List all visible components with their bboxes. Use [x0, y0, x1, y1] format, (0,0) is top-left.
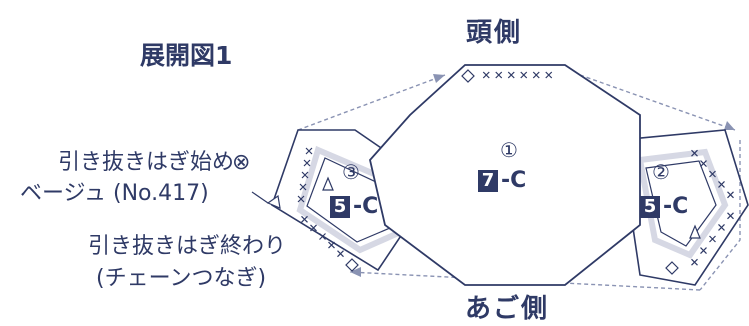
- stitch-mark: [301, 215, 308, 223]
- center-piece-outline: [369, 64, 641, 286]
- stitch-mark: [532, 71, 540, 79]
- start-leader: [251, 191, 269, 204]
- arrow-path-top-left: [297, 74, 446, 131]
- piece-1-box: 7: [478, 169, 498, 192]
- stitch-mark: [709, 170, 716, 178]
- start-leader-line: [251, 191, 269, 204]
- stitch-mark: [507, 71, 515, 79]
- arrowhead-top-left: [433, 74, 445, 83]
- piece-2-number: ②: [652, 160, 670, 184]
- top-corner-diamond: [461, 69, 475, 83]
- stitch-mark: [718, 223, 725, 231]
- stitch-mark: [700, 247, 707, 255]
- piece-2-box: 5: [640, 195, 660, 218]
- left-stitch-row: [297, 147, 344, 258]
- piece-3-box: 5: [330, 195, 350, 218]
- stitch-mark: [319, 233, 326, 240]
- piece-3-code: 5 -C: [330, 194, 378, 219]
- stitch-mark: [297, 195, 305, 203]
- stitch-mark: [545, 71, 553, 79]
- arrowhead-bottom: [350, 267, 361, 277]
- top-stitch-row: [482, 71, 553, 79]
- stitch-mark: [301, 171, 309, 179]
- stitch-mark: [495, 71, 503, 79]
- stitch-mark: [303, 159, 311, 167]
- markers: [266, 69, 701, 275]
- arrow-heads: [350, 74, 735, 277]
- start-marker-triangle: [266, 194, 281, 209]
- right-corner-diamond: [665, 261, 679, 275]
- piece-1-number: ①: [500, 138, 518, 162]
- panel-right-inner: [645, 160, 717, 247]
- stitch-mark: [482, 71, 490, 79]
- stitch-mark: [299, 183, 307, 191]
- left-corner-diamond: [345, 258, 359, 272]
- stitch-mark: [691, 149, 698, 157]
- arrow-path-right: [699, 140, 741, 291]
- end-note-line2: (チェーンつなぎ): [96, 266, 267, 291]
- stitch-mark: [700, 160, 707, 168]
- stitch-mark: [310, 224, 317, 232]
- right-pointer-mark: [689, 224, 701, 239]
- piece-3-number: ③: [342, 160, 360, 184]
- piece-1-code: 7 -C: [478, 168, 526, 193]
- stitch-mark: [337, 250, 344, 258]
- start-note-line2: ベージュ (No.417): [20, 181, 209, 206]
- stitch-mark: [709, 235, 716, 243]
- chin-side-label: あご側: [465, 294, 550, 324]
- stitch-mark: [305, 147, 313, 155]
- panel-right-outline: [619, 129, 749, 286]
- diagram-title: 展開図1: [140, 41, 233, 70]
- piece-1-suffix: -C: [501, 168, 527, 193]
- piece-2-code: 5 -C: [640, 194, 688, 219]
- right-stitch-row: [691, 149, 734, 266]
- left-pointer-mark: [322, 176, 334, 191]
- arrowhead-top-right: [724, 121, 735, 130]
- stitch-mark: [328, 241, 335, 249]
- stitch-mark: [718, 180, 725, 188]
- start-mark: ⊗: [232, 150, 251, 175]
- piece-3-suffix: -C: [353, 194, 379, 219]
- stitch-mark: [520, 71, 528, 79]
- head-side-label: 頭側: [466, 18, 523, 48]
- stitch-mark: [691, 258, 698, 266]
- start-note-line1: 引き抜きはぎ始め: [58, 150, 235, 175]
- piece-2-suffix: -C: [663, 194, 689, 219]
- end-note-line1: 引き抜きはぎ終わり: [88, 234, 287, 259]
- stitch-mark: [727, 191, 734, 199]
- stitch-mark: [727, 212, 734, 220]
